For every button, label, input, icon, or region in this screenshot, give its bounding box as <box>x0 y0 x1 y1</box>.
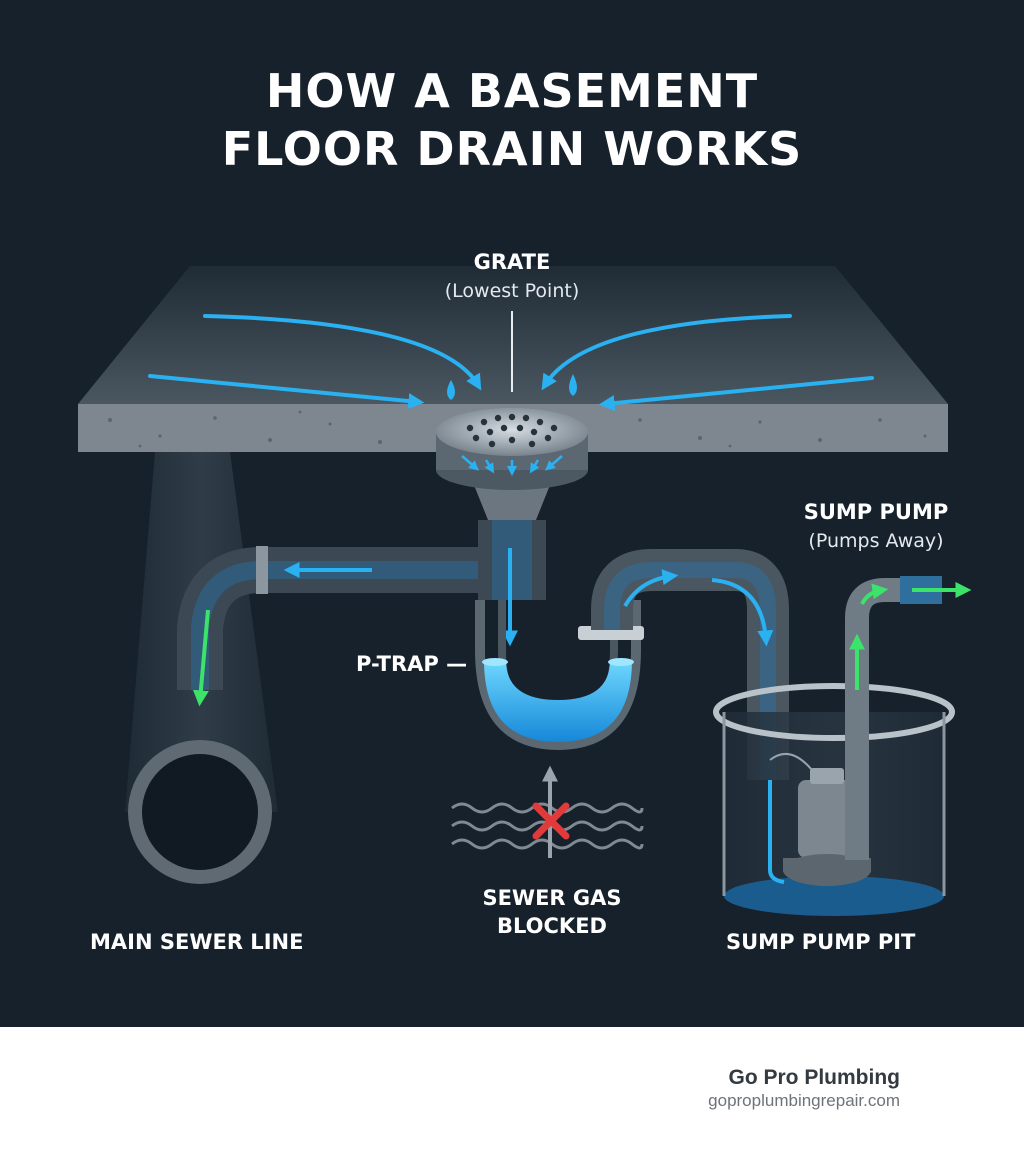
sump-pump-pit-label: SUMP PUMP PIT <box>726 930 916 954</box>
sewer-gas-label-line-2: BLOCKED <box>497 914 607 938</box>
flow-arrow-icon <box>711 578 774 647</box>
blocked-x-icon <box>532 802 570 840</box>
flow-arrow-icon <box>860 583 889 605</box>
diagram-title: HOW A BASEMENT FLOOR DRAIN WORKS <box>0 62 1024 178</box>
p-trap-label: P-TRAP — <box>356 652 468 676</box>
grate-note: (Lowest Point) <box>444 280 580 302</box>
flow-arrow-icon <box>148 374 425 410</box>
flow-arrow-icon <box>541 314 792 391</box>
drain-body <box>468 470 556 647</box>
flow-arrow-icon <box>192 609 210 707</box>
title-line-2: FLOOR DRAIN WORKS <box>221 122 803 176</box>
sump-discharge-pipe <box>845 576 972 860</box>
title-line-1: HOW A BASEMENT <box>265 64 759 118</box>
sump-pump-label: SUMP PUMP <box>803 500 949 524</box>
footer: Go Pro Plumbing goproplumbingrepair.com <box>0 1027 1024 1154</box>
sewer-branch-pipe <box>177 546 478 707</box>
sump-pump-unit <box>769 752 871 886</box>
sump-pump-note: (Pumps Away) <box>808 530 944 552</box>
sewer-gas-label-line-1: SEWER GAS <box>482 886 622 910</box>
main-sewer-line-label: MAIN SEWER LINE <box>90 930 304 954</box>
website-url: goproplumbingrepair.com <box>708 1091 900 1110</box>
flow-arrow-icon <box>623 569 679 608</box>
overflow-pipe-to-pit <box>591 549 789 780</box>
diagram-canvas: HOW A BASEMENT FLOOR DRAIN WORKS GRATE (… <box>0 0 1024 1027</box>
water-drop-icon <box>569 374 577 396</box>
brand-name: Go Pro Plumbing <box>728 1066 901 1089</box>
drain-diagram-illustration <box>78 266 972 916</box>
flow-arrow-icon <box>203 314 482 391</box>
flow-arrow-icon <box>598 376 874 412</box>
sewer-gas-blocked <box>451 765 644 858</box>
floor-drain-grate <box>436 408 588 490</box>
p-trap-pipe <box>475 600 644 751</box>
surface-flow-arrows <box>148 314 874 412</box>
water-drop-icon <box>447 380 455 400</box>
grate-label: GRATE <box>473 250 551 274</box>
